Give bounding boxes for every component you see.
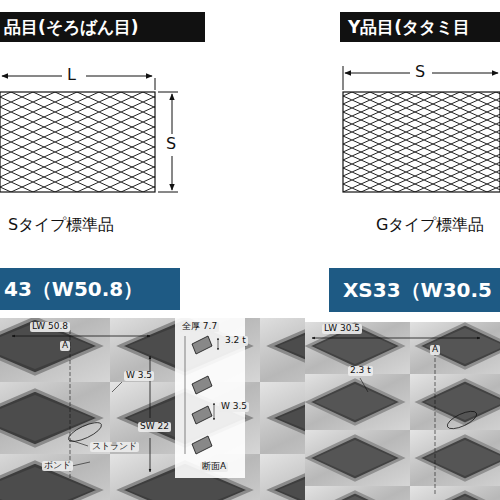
caption: Gタイプ標準品 [376,216,484,234]
band-text: Y品目(タタミ目 [348,16,470,39]
dimension-label: 3.2 t [223,336,248,346]
dimension-label: 2.3 t [348,366,373,376]
section-mark: A [430,345,440,355]
dimension-label: W 3.5 [124,371,154,381]
dimension-letter: L [67,66,76,84]
dimension-label: W 3.5 [219,402,249,412]
title-band: 品目(そろばん目) [0,12,205,42]
dimension-label: LW 50.8 [30,322,70,332]
caption: Sタイプ標準品 [8,216,114,234]
band-text: 品目(そろばん目) [4,16,139,39]
dimension-label: SW 22 [138,422,171,432]
section-name: 断面A [200,462,228,472]
title-band: Y品目(タタミ目 [340,12,500,42]
section-mark: A [60,341,70,351]
title-band: XS33（W30.5 [329,268,500,312]
part-name: ボンド [42,461,73,471]
band-text: XS33（W30.5 [343,277,492,304]
part-name: ストランド [90,442,139,452]
dimension-letter: S [166,135,176,153]
band-text: 43（W50.8） [4,276,143,303]
dimension-letter: S [415,63,425,81]
dimension-label: LW 30.5 [322,324,362,334]
title-band: 43（W50.8） [0,268,180,310]
dimension-label: 全厚 7.7 [180,322,219,332]
